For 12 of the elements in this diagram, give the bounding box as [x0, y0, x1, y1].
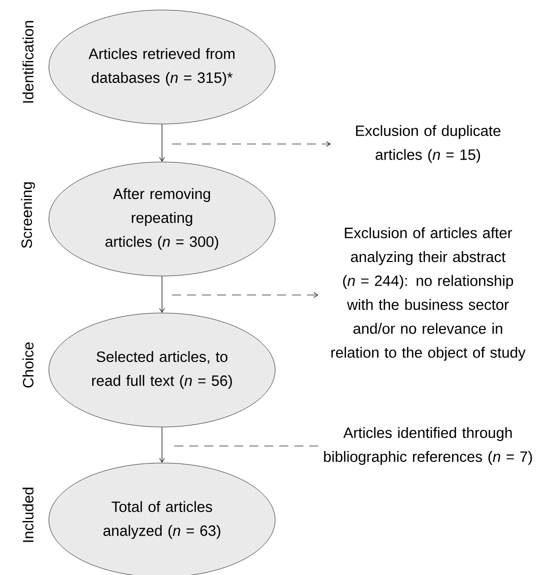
stage-label: Included: [22, 488, 34, 542]
stage-label: Screening: [21, 182, 35, 248]
stage-label: Choice: [22, 342, 34, 388]
note-text: Articles identified through bibliographic references (n = 7): [324, 427, 532, 465]
note-text: Exclusion of duplicate articles (n = 15): [356, 125, 500, 163]
arrow: [159, 124, 165, 162]
dashed-arrow: [172, 292, 318, 298]
arrow: [159, 276, 165, 313]
arrow: [159, 426, 165, 463]
dashed-arrow: [172, 141, 331, 147]
note-text: Exclusion of articles after analyzing their abstract (n = 244): no relationship with the business sector and/or no relevance in relation to the object of study: [331, 227, 526, 361]
stage-label: Identification: [22, 21, 34, 103]
